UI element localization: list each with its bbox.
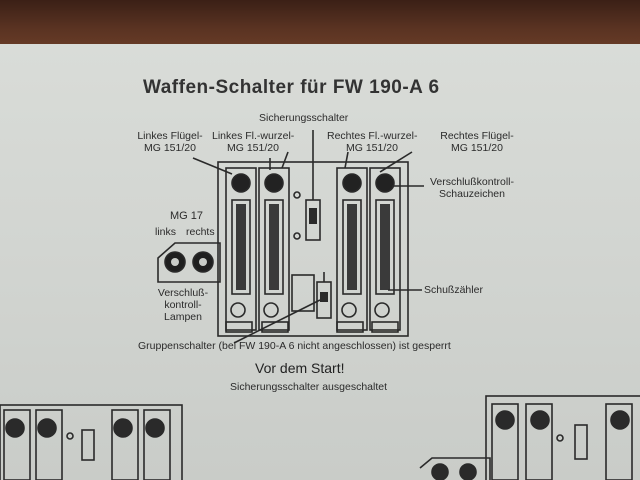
label-mg17-links: links — [155, 226, 177, 238]
label-gruppenschalter: Gruppenschalter (bei FW 190-A 6 nicht an… — [138, 340, 451, 352]
caption-subtitle: Sicherungsschalter ausgeschaltet — [230, 381, 388, 393]
switch-module-left-wing — [225, 167, 257, 331]
label-lampen: Verschluß- kontroll- Lampen — [157, 287, 209, 323]
label-right-root: Rechtes Fl.-wurzel- MG 151/20 — [327, 130, 418, 154]
label-mg17-rechts: rechts — [186, 226, 215, 238]
caption-title: Vor dem Start! — [255, 360, 345, 376]
partial-diagram-right — [419, 395, 640, 480]
label-left-wing: Linkes Flügel- MG 151/20 — [137, 130, 203, 154]
switch-module-right-root — [336, 167, 368, 331]
label-schusszaehler: Schußzähler — [424, 284, 483, 296]
wood-background — [0, 0, 640, 52]
label-right-wing: Rechtes Flügel- MG 151/20 — [440, 130, 514, 154]
document-title: Waffen-Schalter für FW 190-A 6 — [143, 77, 440, 98]
paper-sheet — [0, 44, 640, 480]
switch-module-left-root — [258, 167, 290, 331]
label-verschlusskontroll: Verschlußkontroll- Schauzeichen — [429, 176, 515, 200]
label-sicherungsschalter: Sicherungsschalter — [259, 112, 349, 124]
partial-diagram-left — [0, 404, 183, 480]
mg17-lamp-box — [157, 242, 221, 283]
label-mg17: MG 17 — [170, 210, 204, 222]
label-left-root: Linkes Fl.-wurzel- MG 151/20 — [212, 130, 295, 154]
